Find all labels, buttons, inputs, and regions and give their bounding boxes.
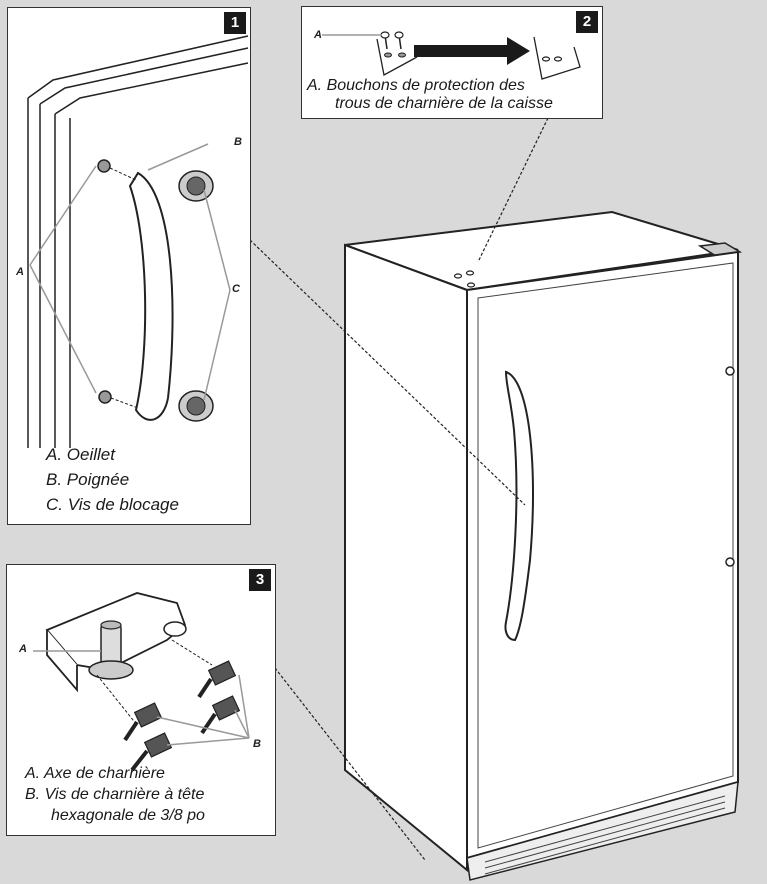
panel-3-label-a: A — [19, 643, 27, 655]
door-handle — [504, 370, 534, 642]
panel-3-illustration — [33, 592, 250, 772]
panel-1-captions: A. Oeillet B. Poignée C. Vis de blocage — [46, 442, 179, 517]
hex-bolt — [130, 732, 173, 772]
panel-1-number: 1 — [224, 12, 246, 34]
panel-1: 1 A B C A. Oeillet B. Poignée C. Vis de … — [7, 7, 251, 525]
caption-vis-blocage: C. Vis de blocage — [46, 495, 179, 514]
door-hole — [725, 557, 735, 567]
caption-vis-charniere-line2: hexagonale de 3/8 po — [51, 807, 205, 824]
panel-1-label-b: B — [234, 136, 242, 148]
panel-2-illustration — [322, 31, 581, 80]
freezer-side — [344, 243, 468, 873]
panel-2-caption-line2: trous de charnière de la caisse — [335, 95, 553, 112]
panel-3: 3 A B A. Axe de charnière B. Vis de char… — [6, 564, 276, 836]
panel-1-label-a: A — [16, 266, 24, 278]
panel-1-label-c: C — [232, 283, 240, 295]
panel-2-caption: A. Bouchons de protection des trous de c… — [307, 77, 553, 113]
caption-poignee: B. Poignée — [46, 470, 130, 489]
bracket-hole — [163, 621, 187, 637]
caption-oeillet: A. Oeillet — [46, 445, 115, 464]
panel-2-caption-line1: A. Bouchons de protection des — [307, 77, 525, 94]
connector-line-1 — [249, 239, 526, 506]
grommet — [98, 390, 112, 404]
grommet — [97, 159, 111, 173]
connector-line-3 — [274, 667, 426, 861]
panel-3-captions: A. Axe de charnière B. Vis de charnière … — [25, 763, 205, 826]
panel-2-number: 2 — [576, 11, 598, 33]
door-hole — [725, 366, 735, 376]
caption-axe-charniere: A. Axe de charnière — [25, 765, 165, 782]
door-inner-edge — [477, 262, 734, 849]
arrow-icon — [414, 37, 530, 65]
panel-1-illustration — [27, 35, 249, 448]
hex-bolt — [197, 660, 237, 699]
base-grille — [466, 780, 739, 881]
connector-line-2 — [477, 117, 549, 263]
handle — [128, 171, 174, 421]
hex-bolt — [123, 702, 163, 742]
hinge-hole — [453, 273, 463, 279]
panel-3-label-b: B — [253, 738, 261, 750]
panel-2: 2 A A. Bouchons de protection des trous … — [301, 6, 603, 119]
hinge-hole — [465, 270, 475, 276]
freezer-door — [466, 250, 739, 860]
hex-bolt — [200, 695, 241, 735]
hinge-hole — [466, 282, 476, 288]
panel-2-label-a: A — [314, 29, 322, 41]
panel-3-number: 3 — [249, 569, 271, 591]
caption-vis-charniere-line1: B. Vis de charnière à tête — [25, 786, 205, 803]
